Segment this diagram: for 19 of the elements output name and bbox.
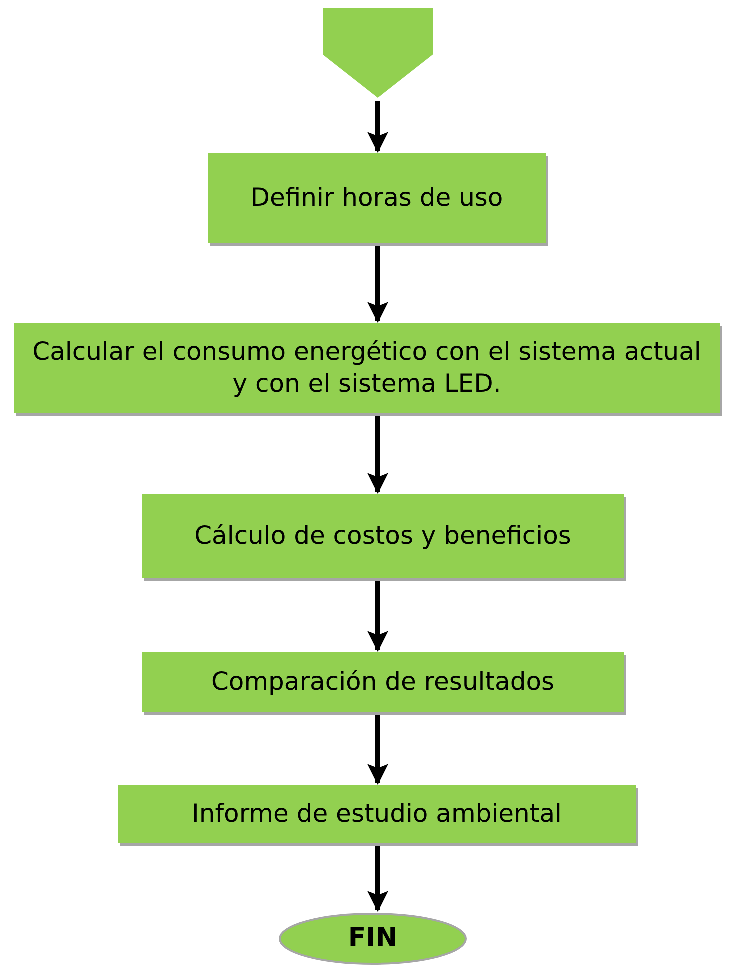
node-label: Definir horas de uso bbox=[250, 182, 504, 214]
node-label: Comparación de resultados bbox=[210, 666, 556, 698]
arrow bbox=[368, 715, 388, 786]
node-label: Calcular el consumo energético con el sistema actual y con el sistema LED. bbox=[32, 336, 702, 400]
arrow bbox=[368, 101, 388, 154]
arrow bbox=[368, 246, 388, 324]
process-box bbox=[118, 785, 636, 843]
process-box bbox=[14, 323, 720, 413]
node-label: Cálculo de costos y beneficios bbox=[194, 520, 572, 552]
process-box bbox=[208, 153, 546, 243]
arrow bbox=[368, 846, 388, 912]
arrow bbox=[368, 416, 388, 494]
process-box bbox=[142, 494, 624, 578]
arrow bbox=[368, 581, 388, 652]
start-connector bbox=[323, 8, 433, 98]
end-terminator bbox=[278, 912, 468, 966]
process-box bbox=[142, 652, 624, 712]
node-label: FIN bbox=[347, 922, 399, 956]
node-label: Informe de estudio ambiental bbox=[191, 798, 563, 830]
